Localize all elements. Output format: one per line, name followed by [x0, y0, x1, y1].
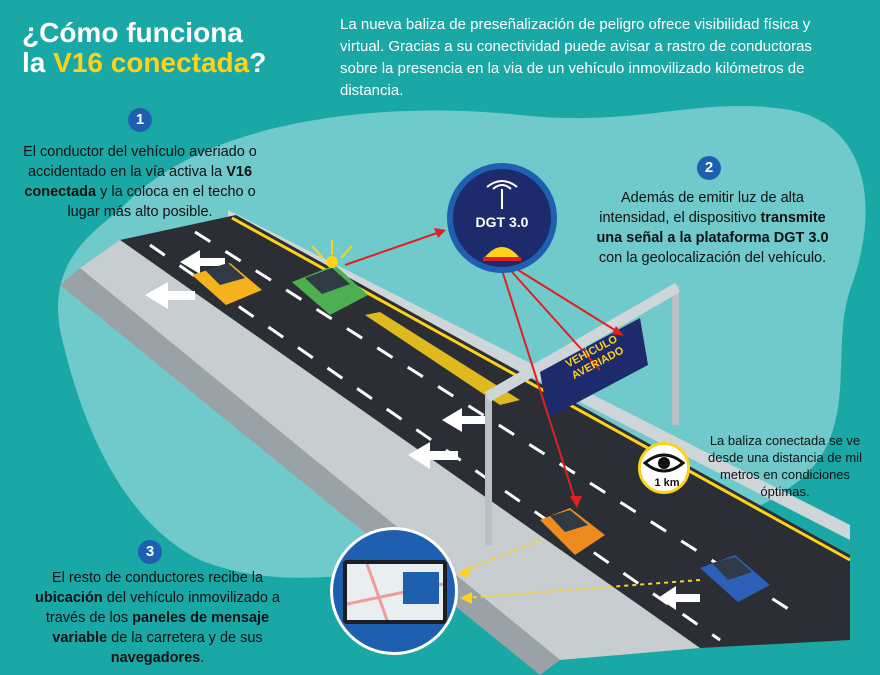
step2-number: 2	[697, 156, 721, 180]
intro-text: La nueva baliza de preseñalización de pe…	[340, 16, 812, 99]
step1-text: El conductor del vehículo averiado o acc…	[23, 144, 257, 220]
step1-number: 1	[128, 108, 152, 132]
title-highlight: V16 conectada	[53, 47, 250, 78]
beacon-icon	[483, 247, 521, 261]
blue-car	[700, 555, 770, 602]
page-title: ¿Cómo funciona la V16 conectada?	[22, 17, 267, 78]
dgt-badge: DGT 3.0	[447, 163, 557, 273]
visibility-badge: 1 km	[638, 442, 690, 494]
yellow-car	[192, 263, 262, 305]
navigator-circle	[330, 527, 458, 655]
antenna-icon	[486, 180, 518, 209]
navigator-screen	[343, 560, 447, 624]
distance-label: 1 km	[654, 477, 680, 489]
map-icon	[346, 563, 444, 621]
orange-car	[540, 508, 605, 555]
broken-down-car	[292, 240, 368, 315]
step3-text: El resto de conductores recibe la ubicac…	[34, 570, 280, 666]
dgt-label: DGT 3.0	[475, 214, 529, 230]
visibility-text: La baliza conectada se ve desde una dist…	[708, 433, 862, 499]
step3-number: 3	[138, 540, 162, 564]
eye-icon	[642, 453, 686, 473]
step2-text: Además de emitir luz de alta intensidad,…	[596, 190, 829, 266]
